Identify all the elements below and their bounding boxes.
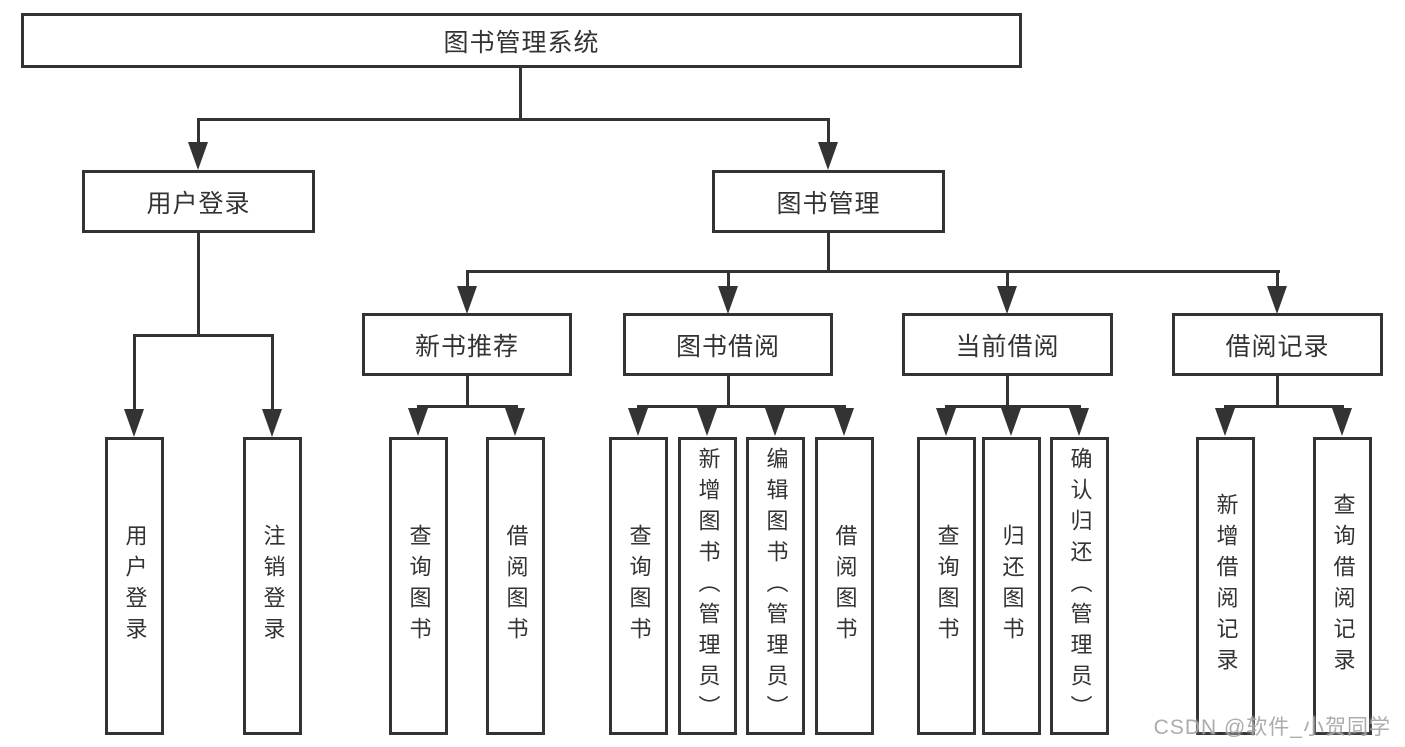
leaf-recommend-query-books: 查询图书: [389, 437, 448, 735]
leaf-label: 用户登录: [122, 524, 148, 648]
leaf-borrow-edit-books-admin: 编辑图书（管理员）: [746, 437, 805, 735]
node-book-management-system: 图书管理系统: [21, 13, 1022, 68]
leaf-label: 查询图书: [626, 524, 652, 648]
leaf-label: 新增借阅记录: [1213, 493, 1239, 679]
node-current-borrow: 当前借阅: [902, 313, 1113, 376]
arrow-down-icon: [505, 408, 525, 436]
connector-recommend-crossbar: [417, 405, 518, 408]
connector-login-drop-right: [271, 334, 274, 412]
arrow-down-icon: [262, 409, 282, 437]
leaf-current-return-books: 归还图书: [982, 437, 1041, 735]
leaf-user-login: 用户登录: [105, 437, 164, 735]
leaf-label: 查询借阅记录: [1330, 493, 1356, 679]
connector-root-drop-right: [827, 118, 830, 144]
node-user-login: 用户登录: [82, 170, 315, 233]
leaf-label: 编辑图书（管理员）: [763, 446, 789, 726]
connector-mgmt-drop-2: [727, 270, 730, 290]
node-borrow-records: 借阅记录: [1172, 313, 1383, 376]
arrow-down-icon: [124, 409, 144, 437]
arrow-down-icon: [457, 286, 477, 314]
leaf-label: 借阅图书: [503, 524, 529, 648]
connector-records-stem: [1276, 376, 1279, 408]
leaf-label: 归还图书: [999, 524, 1025, 648]
arrow-down-icon: [936, 408, 956, 436]
node-book-borrow: 图书借阅: [623, 313, 833, 376]
connector-records-crossbar: [1224, 405, 1344, 408]
connector-current-stem: [1006, 376, 1009, 408]
connector-mgmt-drop-4: [1276, 270, 1279, 290]
arrow-down-icon: [834, 408, 854, 436]
arrow-down-icon: [1267, 286, 1287, 314]
arrow-down-icon: [718, 286, 738, 314]
connector-mgmt-drop-3: [1006, 270, 1009, 290]
connector-current-crossbar: [945, 405, 1081, 408]
arrow-down-icon: [818, 142, 838, 170]
connector-login-stem: [197, 233, 200, 337]
connector-recommend-stem: [466, 376, 469, 408]
connector-root-stem: [519, 68, 522, 121]
leaf-label: 借阅图书: [832, 524, 858, 648]
leaf-records-query-record: 查询借阅记录: [1313, 437, 1372, 735]
connector-login-crossbar: [133, 334, 274, 337]
leaf-borrow-add-books-admin: 新增图书（管理员）: [678, 437, 737, 735]
leaf-label: 注销登录: [260, 524, 286, 648]
leaf-label: 查询图书: [406, 524, 432, 648]
connector-mgmt-stem: [827, 233, 830, 273]
arrow-down-icon: [697, 408, 717, 436]
connector-root-crossbar: [197, 118, 830, 121]
connector-root-drop-left: [197, 118, 200, 144]
arrow-down-icon: [408, 408, 428, 436]
leaf-label: 查询图书: [934, 524, 960, 648]
connector-login-drop-left: [133, 334, 136, 412]
node-new-book-recommend: 新书推荐: [362, 313, 572, 376]
csdn-watermark: CSDN @软件_小贺同学: [1153, 716, 1391, 739]
connector-mgmt-crossbar: [466, 270, 1280, 273]
arrow-down-icon: [1332, 408, 1352, 436]
connector-mgmt-drop-1: [466, 270, 469, 290]
leaf-logout: 注销登录: [243, 437, 302, 735]
arrow-down-icon: [1001, 408, 1021, 436]
connector-borrow-stem: [727, 376, 730, 408]
arrow-down-icon: [1215, 408, 1235, 436]
arrow-down-icon: [997, 286, 1017, 314]
leaf-borrow-borrow-books: 借阅图书: [815, 437, 874, 735]
arrow-down-icon: [188, 142, 208, 170]
leaf-label: 确认归还（管理员）: [1067, 446, 1093, 726]
node-book-management: 图书管理: [712, 170, 945, 233]
leaf-label: 新增图书（管理员）: [695, 446, 721, 726]
arrow-down-icon: [628, 408, 648, 436]
arrow-down-icon: [765, 408, 785, 436]
leaf-current-query-books: 查询图书: [917, 437, 976, 735]
leaf-recommend-borrow-books: 借阅图书: [486, 437, 545, 735]
connector-borrow-crossbar: [637, 405, 846, 408]
arrow-down-icon: [1069, 408, 1089, 436]
leaf-current-confirm-return-admin: 确认归还（管理员）: [1050, 437, 1109, 735]
leaf-borrow-query-books: 查询图书: [609, 437, 668, 735]
leaf-records-add-record: 新增借阅记录: [1196, 437, 1255, 735]
